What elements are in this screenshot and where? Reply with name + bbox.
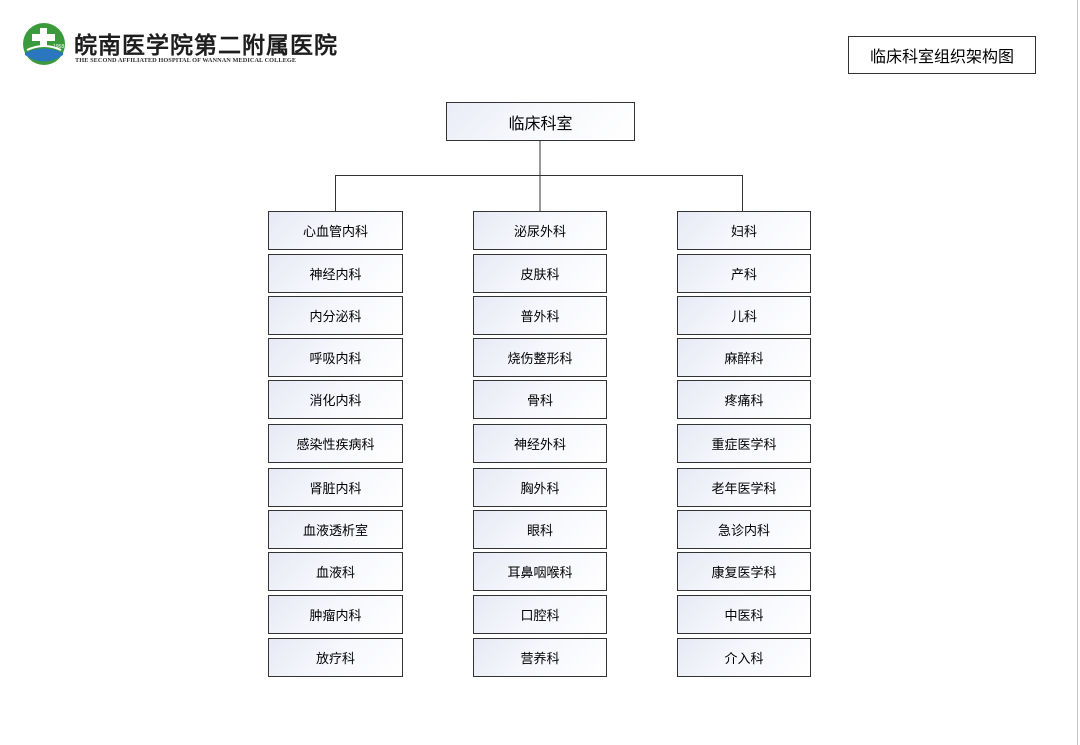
- department-node: 耳鼻咽喉科: [473, 552, 607, 591]
- hospital-logo: 1958 皖南医学院第二附属医院 THE SECOND AFFILIATED H…: [22, 22, 337, 70]
- department-node: 神经外科: [473, 424, 607, 463]
- department-node: 产科: [677, 254, 811, 293]
- hospital-name-cn: 皖南医学院第二附属医院: [74, 32, 338, 59]
- department-node: 介入科: [677, 638, 811, 677]
- department-node: 胸外科: [473, 468, 607, 507]
- department-node: 骨科: [473, 380, 607, 419]
- department-node: 内分泌科: [268, 296, 403, 335]
- department-node: 血液科: [268, 552, 403, 591]
- department-node: 感染性疾病科: [268, 424, 403, 463]
- department-node: 眼科: [473, 510, 607, 549]
- department-node: 疼痛科: [677, 380, 811, 419]
- hospital-emblem-icon: 1958: [23, 23, 65, 65]
- department-node: 泌尿外科: [473, 211, 607, 250]
- department-node: 儿科: [677, 296, 811, 335]
- department-node: 老年医学科: [677, 468, 811, 507]
- department-node: 急诊内科: [677, 510, 811, 549]
- department-node: 呼吸内科: [268, 338, 403, 377]
- department-node: 肿瘤内科: [268, 595, 403, 634]
- department-node: 血液透析室: [268, 510, 403, 549]
- department-node: 普外科: [473, 296, 607, 335]
- logo-year: 1958: [53, 44, 64, 50]
- page-edge-line: [1077, 0, 1078, 745]
- department-node: 中医科: [677, 595, 811, 634]
- department-node: 营养科: [473, 638, 607, 677]
- department-node: 妇科: [677, 211, 811, 250]
- department-node: 口腔科: [473, 595, 607, 634]
- department-node: 康复医学科: [677, 552, 811, 591]
- department-node: 肾脏内科: [268, 468, 403, 507]
- department-node: 放疗科: [268, 638, 403, 677]
- department-node: 烧伤整形科: [473, 338, 607, 377]
- org-root-node: 临床科室: [446, 102, 635, 141]
- page-title: 临床科室组织架构图: [848, 36, 1036, 74]
- department-node: 重症医学科: [677, 424, 811, 463]
- department-node: 麻醉科: [677, 338, 811, 377]
- department-node: 神经内科: [268, 254, 403, 293]
- hospital-name-en: THE SECOND AFFILIATED HOSPITAL OF WANNAN…: [75, 57, 297, 64]
- department-node: 心血管内科: [268, 211, 403, 250]
- department-node: 皮肤科: [473, 254, 607, 293]
- department-node: 消化内科: [268, 380, 403, 419]
